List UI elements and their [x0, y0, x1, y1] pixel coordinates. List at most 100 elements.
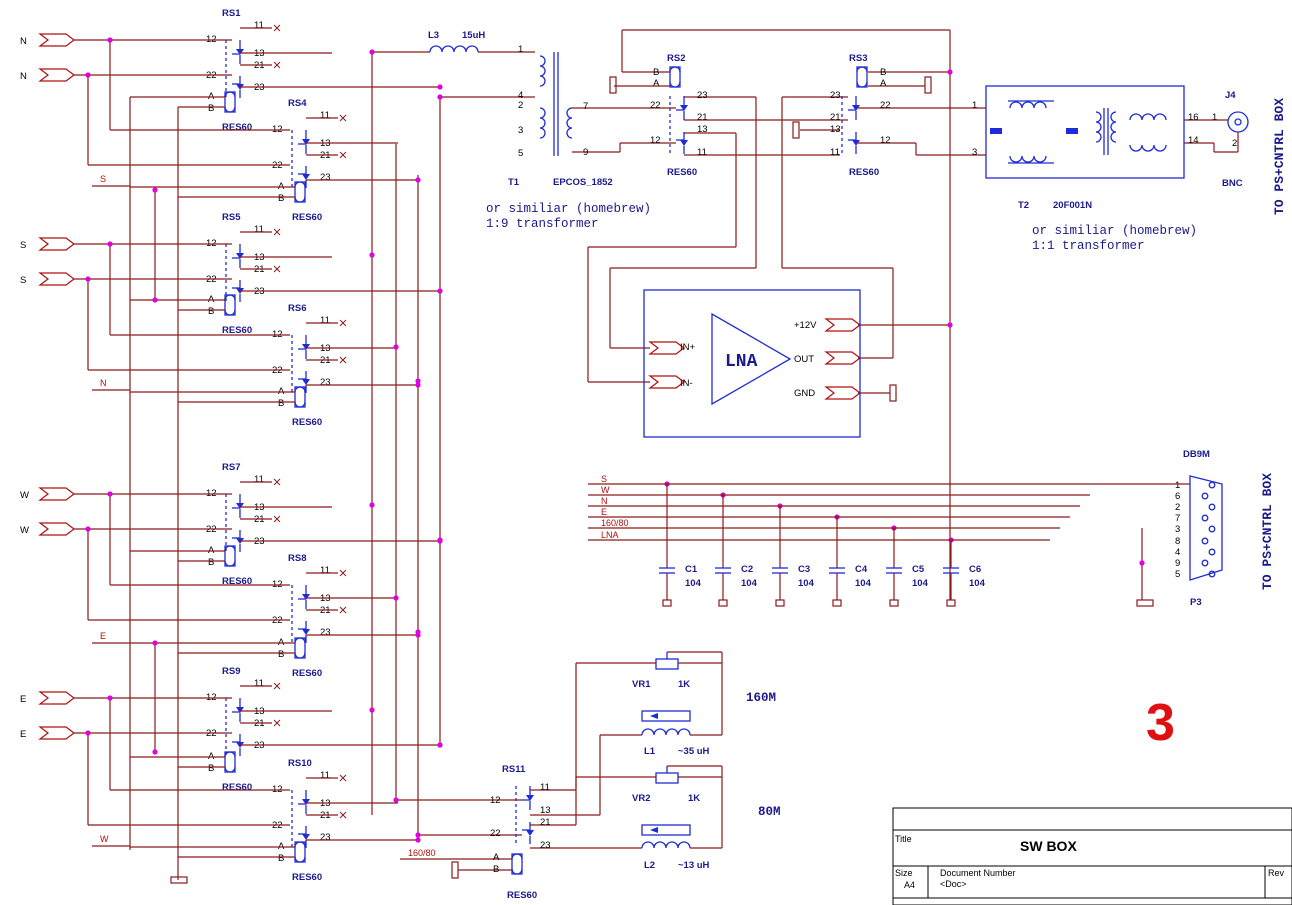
- db9-pin: 9: [1175, 558, 1180, 569]
- rs3-pin-b: B: [880, 67, 886, 78]
- capacitor-ref: C2: [741, 564, 753, 575]
- title-value: SW BOX: [1020, 838, 1077, 854]
- capacitor-ref: C6: [969, 564, 981, 575]
- pin-b: B: [208, 763, 214, 774]
- rs11-ctrl-label: 160/80: [408, 848, 436, 858]
- capacitor-ref: C4: [855, 564, 868, 575]
- page-number: 3: [1146, 694, 1175, 752]
- lna-block: LNA IN+ IN- +12V OUT GND: [643, 289, 861, 438]
- inductor-l3: L3 15uH: [428, 30, 485, 53]
- pin-b: B: [278, 398, 284, 409]
- wiring: [39, 24, 1239, 884]
- doc-label: Document Number: [940, 868, 1016, 878]
- rs3-pin-11: 11: [830, 147, 840, 158]
- rs3-pin-22: 22: [880, 100, 891, 111]
- t2-part: 20F001N: [1053, 200, 1092, 211]
- input-port-label: E: [20, 694, 26, 705]
- transformer-t1: T1 EPCOS_1852 or similiar (homebrew) 1:9…: [486, 44, 651, 231]
- t2-pin-3: 3: [972, 147, 977, 158]
- capacitor-ref: C1: [685, 564, 698, 575]
- rs11-pin-23: 23: [540, 840, 551, 851]
- control-line-label: W: [100, 834, 109, 844]
- side-label-bottom: TO PS+CNTRL BOX: [1260, 473, 1275, 590]
- rs2-type: RES60: [667, 167, 697, 178]
- pin-23: 23: [320, 377, 331, 388]
- vr2-ref: VR2: [632, 793, 650, 804]
- control-line-label: S: [100, 174, 106, 184]
- db9-pin: 3: [1175, 524, 1180, 535]
- pin-b: B: [278, 853, 284, 864]
- pin-11: 11: [320, 770, 330, 781]
- relay-blocks: RS1111213212223ABRES60NNRS4111213212223A…: [20, 8, 331, 883]
- bus-line-label: 160/80: [601, 518, 629, 528]
- vr2-value: 1K: [688, 793, 700, 804]
- band-80m: VR2 1K L2 ~13 uH 80M: [632, 766, 781, 871]
- j4-ref: J4: [1225, 90, 1236, 101]
- capacitor-value: 104: [855, 578, 872, 589]
- t1-note1: or similiar (homebrew): [486, 202, 651, 216]
- bus-line-label: E: [601, 507, 607, 517]
- rs11-pin-22: 22: [490, 828, 501, 839]
- lna-pin-in-plus: IN+: [680, 342, 696, 353]
- pin-11: 11: [254, 20, 264, 31]
- band-80m-label: 80M: [758, 805, 781, 819]
- relay-type: RES60: [292, 212, 322, 223]
- input-port-label: E: [20, 729, 26, 740]
- pin-b: B: [208, 306, 214, 317]
- bus-line-label: W: [601, 485, 610, 495]
- t1-part: EPCOS_1852: [553, 177, 613, 188]
- capacitor-value: 104: [969, 578, 986, 589]
- pin-11: 11: [254, 474, 264, 485]
- l3-value: 15uH: [462, 30, 485, 41]
- rs2-pin-a: A: [653, 78, 660, 89]
- doc-value: <Doc>: [940, 879, 967, 889]
- rs2-pin-22: 22: [650, 100, 661, 111]
- t1-pin-1: 1: [518, 44, 523, 55]
- band-160m: VR1 1K L1 ~35 uH 160M: [632, 652, 776, 757]
- j4-pin-2: 2: [1232, 138, 1237, 149]
- t2-note1: or similiar (homebrew): [1032, 224, 1197, 238]
- connector-j4-bnc: J4 BNC 1 2: [1212, 90, 1249, 189]
- j4-type: BNC: [1222, 178, 1243, 189]
- rs2-pin-b: B: [653, 67, 659, 78]
- rs2-pin-21: 21: [697, 112, 708, 123]
- t1-pin-7: 7: [583, 101, 588, 112]
- capacitor-value: 104: [912, 578, 929, 589]
- rs3-pin-21: 21: [830, 112, 841, 123]
- pin-11: 11: [320, 565, 330, 576]
- input-port-label: W: [20, 490, 29, 501]
- relay-type: RES60: [222, 782, 252, 793]
- input-port-label: S: [20, 240, 26, 251]
- pin-11: 11: [320, 110, 330, 121]
- pin-11: 11: [320, 315, 330, 326]
- relay-ref: RS1: [222, 8, 241, 19]
- db9-pin: 7: [1175, 513, 1180, 524]
- rs3-pin-a: A: [880, 78, 887, 89]
- rs2-pin-23: 23: [697, 90, 708, 101]
- rs3-pin-12: 12: [880, 135, 891, 146]
- bus-line-label: LNA: [601, 530, 619, 540]
- db9-pin: 8: [1175, 536, 1180, 547]
- transformer-t2: T2 20F001N or similiar (homebrew) 1:1 tr…: [972, 85, 1199, 253]
- capacitor-value: 104: [798, 578, 815, 589]
- t1-pin-9: 9: [583, 147, 588, 158]
- l1-value: ~35 uH: [678, 746, 710, 757]
- relay-type: RES60: [292, 872, 322, 883]
- rs3-type: RES60: [849, 167, 879, 178]
- relay-ref: RS8: [288, 553, 306, 564]
- db9-refdes: P3: [1190, 597, 1202, 608]
- pin-b: B: [278, 649, 284, 660]
- input-port-label: N: [20, 36, 27, 47]
- relay-ref: RS5: [222, 212, 241, 223]
- lna-label: LNA: [725, 352, 758, 372]
